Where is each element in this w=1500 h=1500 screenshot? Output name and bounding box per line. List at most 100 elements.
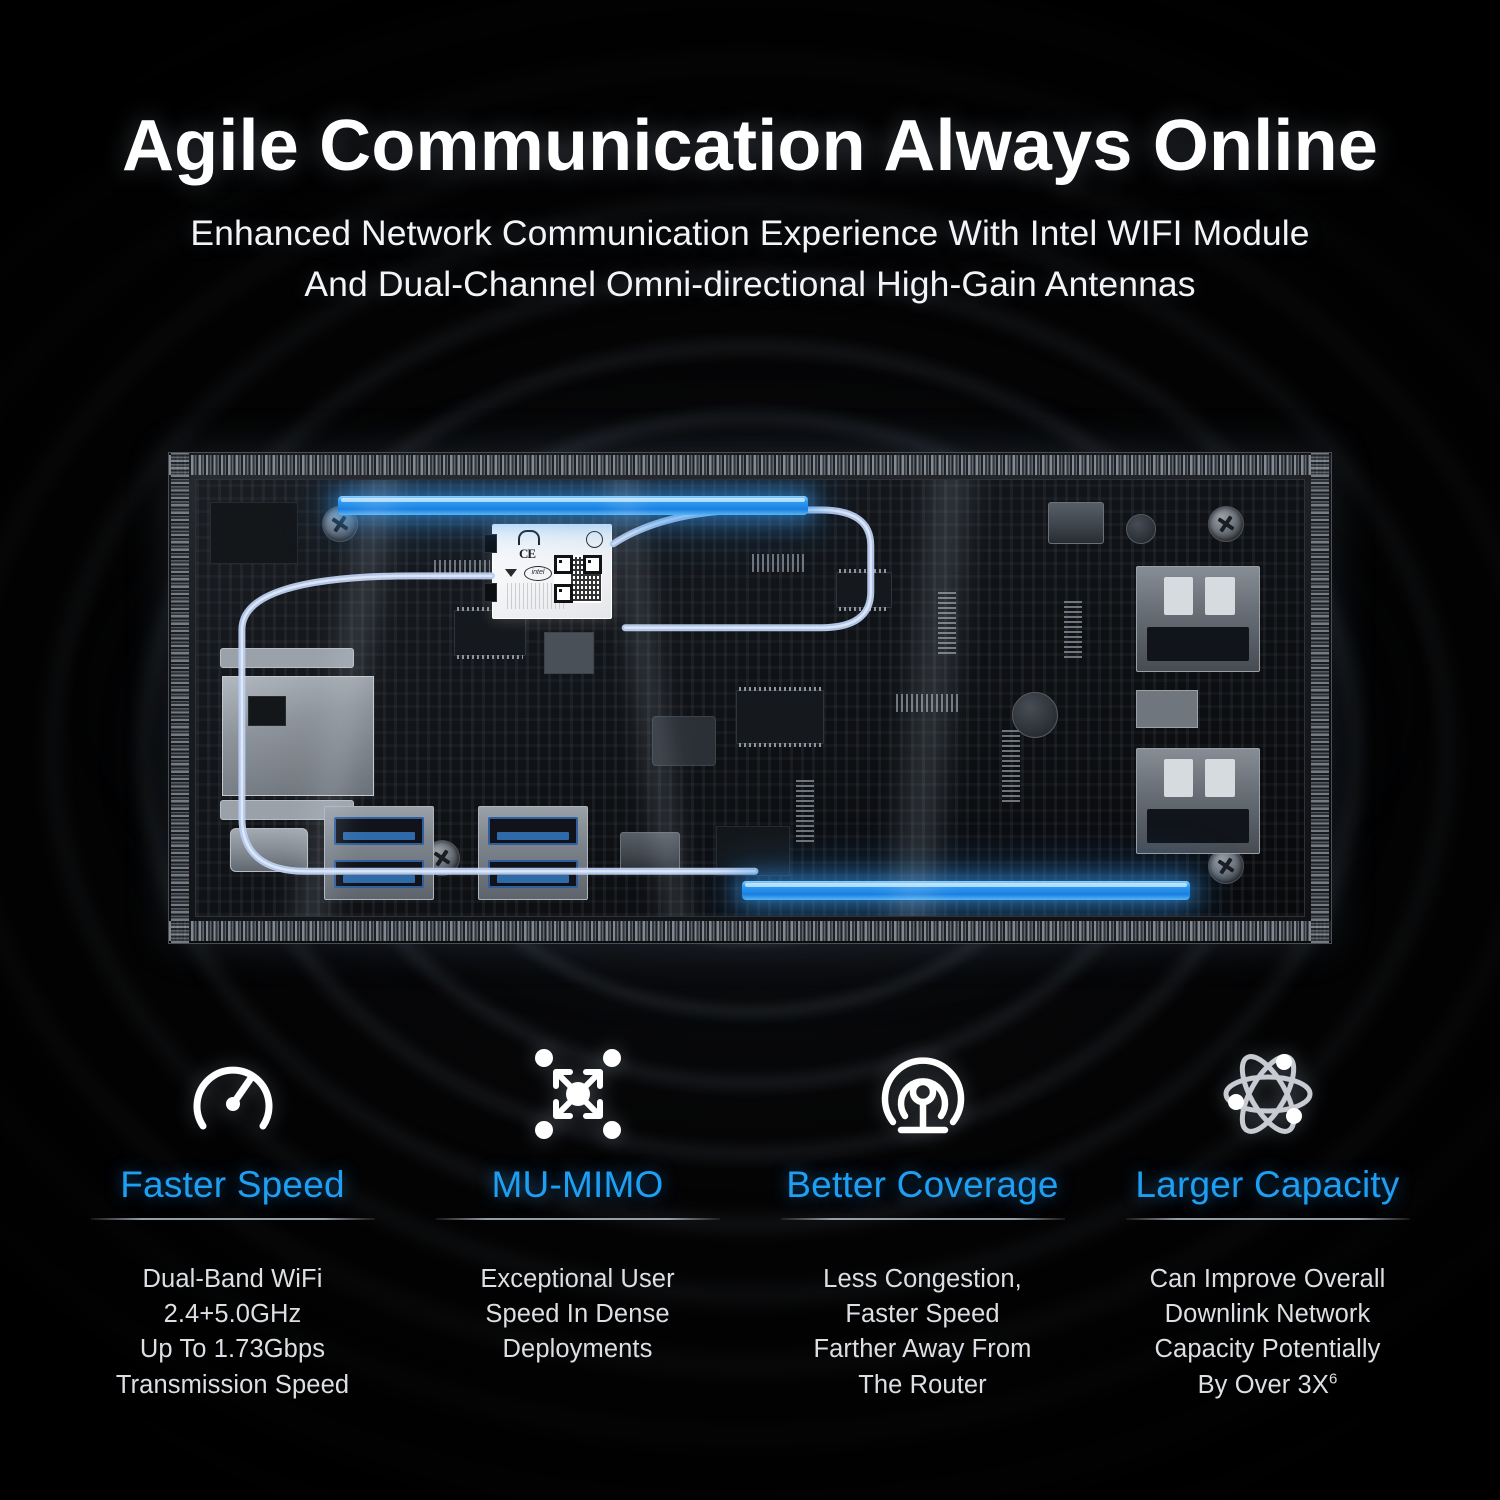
rohs-icon [586, 531, 603, 548]
feature-body-line: Speed In Dense [485, 1300, 670, 1329]
inductor-a [544, 632, 594, 674]
feature-divider [780, 1218, 1065, 1220]
feature-body-line: Deployments [502, 1335, 653, 1364]
feature-body-line: Exceptional User [480, 1265, 675, 1293]
feature-title: MU-MIMO [491, 1164, 664, 1205]
pad-col-3 [1064, 600, 1082, 658]
inductor-b [652, 716, 716, 766]
module-notch [484, 534, 497, 553]
pad-col-4 [796, 780, 814, 842]
bottom-header [716, 826, 790, 876]
emi-fins-left [171, 453, 189, 943]
intel-logo-label: intel [524, 566, 552, 581]
small-connector-right [1136, 690, 1198, 728]
usb-c-port [230, 828, 308, 872]
feature-mu-mimo: MU-MIMO Exceptional User Speed In Dense … [405, 1038, 750, 1403]
feature-body-line: Transmission Speed [115, 1370, 350, 1399]
feature-title: Better Coverage [786, 1164, 1059, 1205]
antenna-strip-bottom [742, 881, 1190, 900]
antenna-strip-top [338, 496, 808, 515]
usb3-port-stack-2 [478, 806, 588, 900]
pad-row-3 [752, 554, 804, 572]
rj45-port-top [1136, 566, 1260, 672]
emi-fins-bottom [169, 921, 1331, 941]
feature-faster-speed: Faster Speed Dual-Band WiFi 2.4+5.0GHz U… [60, 1038, 405, 1403]
feature-larger-capacity: Larger Capacity Can Improve Overall Down… [1095, 1038, 1440, 1403]
feature-body-line: 2.4+5.0GHz [163, 1300, 302, 1329]
rj45-mouth [1146, 809, 1250, 843]
feature-row: Faster Speed Dual-Band WiFi 2.4+5.0GHz U… [60, 1038, 1440, 1403]
feature-body-line-with-sup: By Over 3X6 [1150, 1368, 1386, 1403]
feature-divider [1125, 1218, 1410, 1220]
ic-chip-c [836, 569, 892, 611]
product-mainboard-image: CE intel [78, 382, 1422, 1014]
qr-finder [583, 555, 602, 574]
feature-body: Exceptional User Speed In Dense Deployme… [480, 1262, 674, 1368]
feature-body-line: Downlink Network [1164, 1300, 1371, 1329]
module-notch [484, 583, 497, 602]
mu-mimo-nodes-icon [526, 1038, 630, 1150]
usb-slot [333, 817, 425, 846]
pcb: CE intel [195, 479, 1305, 917]
intel-wifi-module: CE intel [484, 524, 612, 619]
pad-row-4 [896, 694, 960, 712]
subtitle-line-1: Enhanced Network Communication Experienc… [190, 213, 1310, 254]
page-title: Agile Communication Always Online [121, 106, 1379, 186]
feature-divider [435, 1218, 720, 1220]
rj45-tab [1163, 759, 1194, 797]
feature-body-line: Less Congestion, [823, 1265, 1022, 1293]
feature-divider [90, 1218, 375, 1220]
header-block: Agile Communication Always Online Enhanc… [0, 108, 1500, 309]
rj45-tab [1205, 759, 1235, 797]
emi-fins-top [169, 455, 1331, 475]
screw-top-right [1208, 506, 1244, 542]
rj45-tab [1163, 577, 1194, 615]
usb3-port-stack-1 [324, 806, 434, 900]
subtitle-line-2: And Dual-Channel Omni-directional High-G… [304, 263, 1196, 304]
emi-fins-right [1311, 453, 1329, 943]
shield-window [248, 696, 286, 726]
ce-mark-label: CE [519, 546, 536, 561]
cap-b [1012, 692, 1058, 738]
chassis: CE intel [168, 452, 1332, 944]
clip-bar-upper [220, 648, 354, 668]
qr-finder [554, 555, 573, 574]
feature-body-line: By Over 3X [1197, 1370, 1329, 1399]
pad-col-2 [1002, 730, 1020, 802]
audio-jack [620, 832, 680, 874]
feature-title: Larger Capacity [1135, 1164, 1400, 1205]
atom-icon [1214, 1038, 1322, 1150]
footnote-marker: 6 [1328, 1370, 1338, 1388]
rj45-tab [1205, 577, 1235, 615]
qr-finder [554, 584, 573, 603]
qr-code [554, 555, 602, 603]
feature-body-line: Dual-Band WiFi [142, 1265, 323, 1293]
wifi-symbol-icon [518, 530, 540, 545]
feature-better-coverage: Better Coverage Less Congestion, Faster … [750, 1038, 1095, 1403]
feature-body: Dual-Band WiFi 2.4+5.0GHz Up To 1.73Gbps… [116, 1262, 349, 1403]
shield-can-left [222, 676, 374, 796]
usb-slot [487, 817, 579, 846]
subtitle-block: Enhanced Network Communication Experienc… [0, 208, 1500, 309]
feature-title: Faster Speed [120, 1164, 345, 1205]
feature-body: Can Improve Overall Downlink Network Cap… [1150, 1262, 1386, 1403]
rj45-mouth [1146, 627, 1250, 661]
ic-chip-b [736, 687, 824, 747]
broadcast-tower-icon [871, 1038, 975, 1150]
speedometer-icon [181, 1038, 285, 1150]
feature-body-line: Up To 1.73Gbps [139, 1335, 326, 1364]
feature-body-line: Can Improve Overall [1149, 1265, 1386, 1293]
pad-row-1 [434, 560, 490, 578]
pad-col-1 [938, 590, 956, 654]
feature-body-line: Capacity Potentially [1154, 1335, 1381, 1364]
feature-body-line: The Router [858, 1370, 987, 1399]
polarity-triangle-icon [505, 569, 517, 577]
cap-a [1126, 514, 1156, 544]
hdmi-jack [1048, 502, 1104, 544]
usb-slot [333, 860, 425, 889]
io-bracket [210, 502, 298, 564]
feature-body-line: Farther Away From [813, 1335, 1032, 1364]
rj45-port-bottom [1136, 748, 1260, 854]
usb-slot [487, 860, 579, 889]
